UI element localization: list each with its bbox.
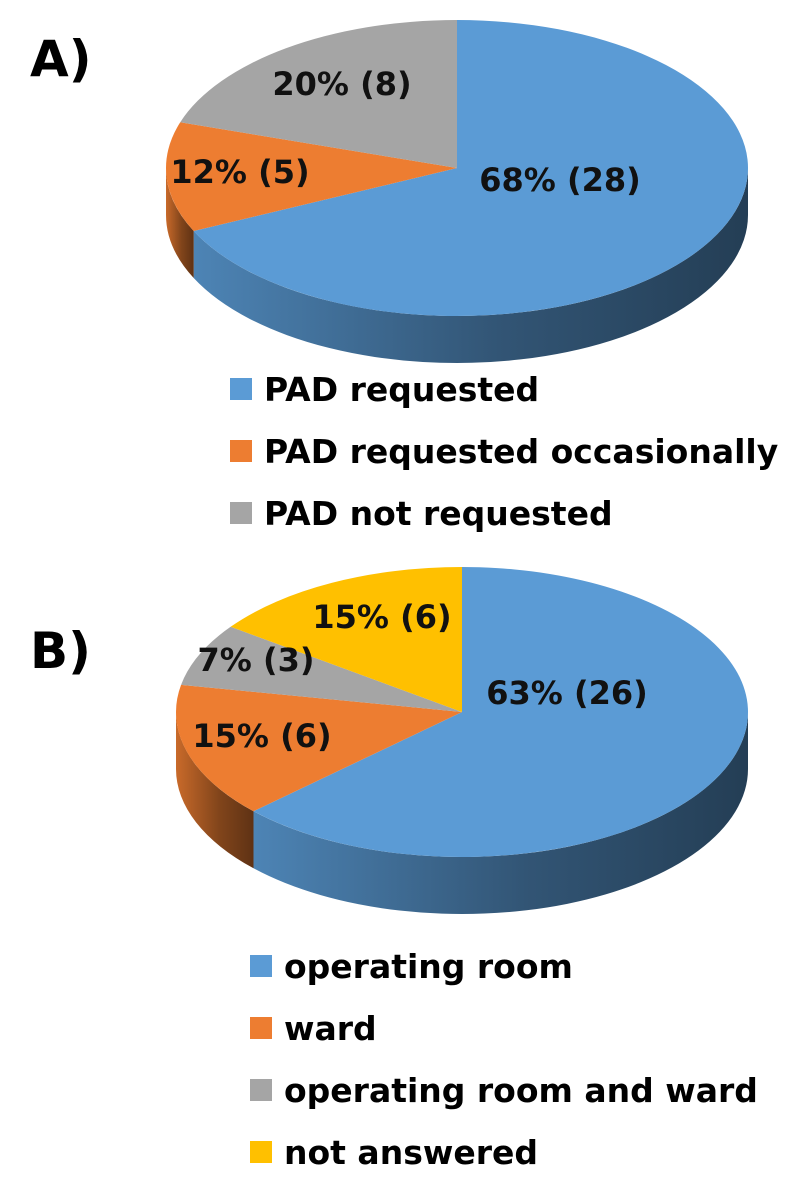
- b-side-ward: [176, 712, 254, 869]
- b-data-label: 15% (6): [312, 598, 451, 636]
- a-slice-PAD-requested-occasionally: [166, 122, 457, 232]
- legend-item-operating-room: operating room: [250, 935, 758, 997]
- legend-item-ward: ward: [250, 997, 758, 1059]
- legend-label: operating room and ward: [284, 1070, 758, 1110]
- b-side-operating-room: [253, 712, 749, 914]
- legend-item-pad-not-requested: PAD not requested: [230, 482, 778, 544]
- b-slice-operating-room-and-ward: [181, 626, 462, 712]
- legend-swatch: [230, 378, 252, 400]
- legend-swatch: [250, 1079, 272, 1101]
- legend-item-pad-requested: PAD requested: [230, 358, 778, 420]
- legend-item-pad-requested-occasionally: PAD requested occasionally: [230, 420, 778, 482]
- legend-label: not answered: [284, 1132, 538, 1172]
- a-pie: 68% (28) 12% (5) 20% (8): [166, 20, 749, 363]
- b-data-label: 7% (3): [198, 641, 315, 679]
- a-data-label: 20% (8): [272, 65, 411, 103]
- panel-label-a: A): [30, 30, 92, 88]
- legend-label: PAD requested occasionally: [264, 431, 779, 471]
- legend-swatch: [250, 955, 272, 977]
- legend-swatch: [230, 502, 252, 524]
- a-data-label: 12% (5): [170, 153, 309, 191]
- legend-b: operating room ward operating room and w…: [250, 935, 758, 1183]
- legend-label: ward: [284, 1008, 377, 1048]
- legend-swatch: [250, 1017, 272, 1039]
- legend-label: PAD not requested: [264, 493, 613, 533]
- legend-label: PAD requested: [264, 369, 540, 409]
- panel-label-b: B): [30, 622, 91, 680]
- a-side-PAD-requested-occasionally: [166, 168, 194, 279]
- a-side-PAD-requested: [193, 168, 749, 363]
- b-pie: 63% (26) 15% (6) 7% (3) 15% (6): [175, 567, 749, 914]
- legend-item-operating-room-and-ward: operating room and ward: [250, 1059, 758, 1121]
- b-slice-not-answered: [230, 567, 462, 712]
- a-data-label: 68% (28): [479, 161, 641, 199]
- a-slice-PAD-requested: [193, 20, 749, 317]
- legend-a: PAD requested PAD requested occasionally…: [230, 358, 778, 544]
- legend-item-not-answered: not answered: [250, 1121, 758, 1183]
- a-slice-PAD-not-requested: [180, 20, 457, 168]
- legend-swatch: [230, 440, 252, 462]
- legend-label: operating room: [284, 946, 573, 986]
- legend-swatch: [250, 1141, 272, 1163]
- b-data-label: 15% (6): [192, 717, 331, 755]
- b-slice-operating-room: [253, 567, 749, 857]
- b-slice-ward: [175, 684, 462, 812]
- b-data-label: 63% (26): [486, 674, 648, 712]
